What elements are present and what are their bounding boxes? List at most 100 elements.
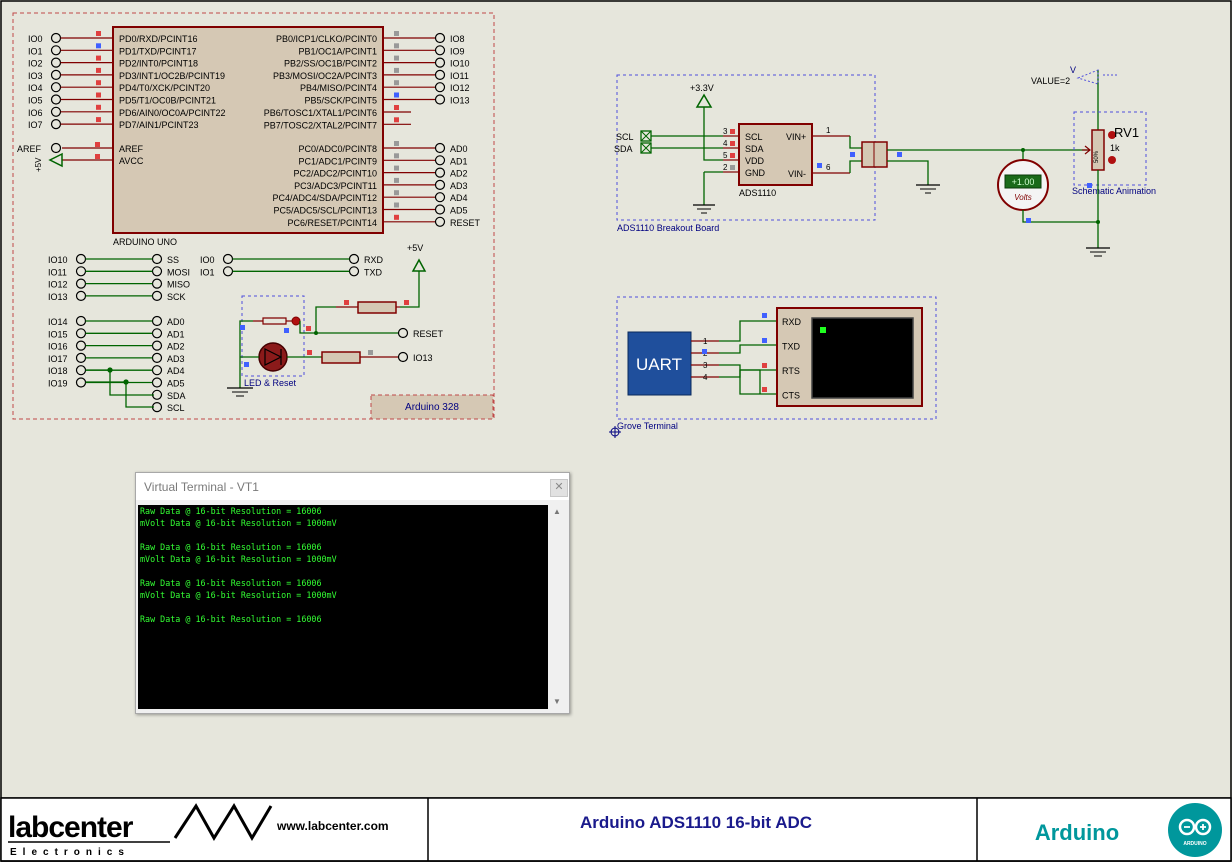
svg-text:IO2: IO2 bbox=[28, 59, 43, 69]
terminal-line: Raw Data @ 16-bit Resolution = 16006 bbox=[140, 578, 322, 588]
reset-5v-supply[interactable]: +5V bbox=[400, 243, 427, 308]
led-reset-group[interactable]: LED & Reset bbox=[227, 295, 316, 397]
svg-text:4: 4 bbox=[723, 139, 728, 148]
virtual-terminal-window[interactable]: Virtual Terminal - VT1 ✕ Raw Data @ 16-b… bbox=[135, 472, 570, 714]
scroll-up-icon[interactable]: ▲ bbox=[553, 507, 561, 516]
mcu-right-pin[interactable]: PC4/ADC4/SDA/PCINT12 AD4 bbox=[272, 190, 468, 203]
aref-pin[interactable]: AREF AREF bbox=[17, 142, 144, 154]
ads1110-chip[interactable] bbox=[738, 123, 813, 186]
arduino-uno-chip-name: ARDUINO UNO bbox=[113, 237, 177, 247]
svg-text:RTS: RTS bbox=[782, 366, 800, 376]
svg-text:AD5: AD5 bbox=[450, 206, 468, 216]
svg-text:5: 5 bbox=[723, 151, 728, 160]
svg-text:AD3: AD3 bbox=[450, 181, 468, 191]
close-icon[interactable]: ✕ bbox=[550, 479, 568, 497]
uart-block[interactable] bbox=[627, 331, 692, 396]
svg-text:PB1/OC1A/PCINT1: PB1/OC1A/PCINT1 bbox=[298, 46, 377, 56]
arduino-logo: ARDUINO bbox=[1168, 803, 1222, 857]
terminal-screen[interactable]: Raw Data @ 16-bit Resolution = 16006 mVol… bbox=[138, 505, 548, 709]
svg-text:6: 6 bbox=[826, 163, 831, 172]
voltmeter[interactable]: +1.00 Volts bbox=[997, 148, 1100, 224]
svg-text:RV1: RV1 bbox=[1114, 125, 1139, 140]
svg-text:IO10: IO10 bbox=[48, 255, 68, 265]
svg-text:IO5: IO5 bbox=[28, 96, 43, 106]
svg-text:GND: GND bbox=[745, 168, 766, 178]
svg-text:IO16: IO16 bbox=[48, 342, 68, 352]
svg-text:TXD: TXD bbox=[782, 342, 801, 352]
mcu-right-pin[interactable]: PB7/TOSC2/XTAL2/PCINT7 bbox=[264, 117, 411, 130]
svg-text:PC6/RESET/PCINT14: PC6/RESET/PCINT14 bbox=[287, 218, 377, 228]
arduino-uno-chip[interactable] bbox=[112, 26, 384, 234]
svg-text:AD5: AD5 bbox=[167, 379, 185, 389]
svg-text:1: 1 bbox=[703, 337, 708, 346]
terminal-line: mVolt Data @ 16-bit Resolution = 1000mV bbox=[140, 554, 337, 564]
terminal-scrollbar[interactable]: ▲ ▼ bbox=[549, 505, 565, 709]
svg-text:4: 4 bbox=[703, 373, 708, 382]
labcenter-url[interactable]: www.labcenter.com bbox=[276, 819, 389, 833]
terminal-line: Raw Data @ 16-bit Resolution = 16006 bbox=[140, 542, 322, 552]
svg-text:2: 2 bbox=[723, 163, 728, 172]
svg-text:PC4/ADC4/SDA/PCINT12: PC4/ADC4/SDA/PCINT12 bbox=[272, 193, 377, 203]
svg-text:IO14: IO14 bbox=[48, 317, 68, 327]
svg-text:LED & Reset: LED & Reset bbox=[244, 378, 297, 388]
page-title: Arduino ADS1110 16-bit ADC bbox=[580, 813, 812, 832]
reset-label[interactable]: RESET bbox=[397, 327, 444, 340]
svg-text:PB4/MISO/PCINT4: PB4/MISO/PCINT4 bbox=[300, 83, 377, 93]
svg-text:1k: 1k bbox=[1110, 143, 1120, 153]
svg-text:AD2: AD2 bbox=[167, 342, 185, 352]
svg-text:AVCC: AVCC bbox=[119, 156, 144, 166]
i2c-bridge-wires bbox=[86, 367, 154, 408]
ads1110-breakout-board[interactable]: ADS1110 Breakout Board +3.3V SCL SDA 3SC… bbox=[614, 74, 1090, 233]
svg-text:IO10: IO10 bbox=[450, 59, 470, 69]
svg-text:SDA: SDA bbox=[167, 391, 186, 401]
svg-text:IO0: IO0 bbox=[200, 255, 215, 265]
svg-text:+5V: +5V bbox=[407, 243, 423, 253]
svg-text:AD4: AD4 bbox=[450, 193, 468, 203]
reset-pullup-resistor[interactable] bbox=[336, 300, 409, 314]
avcc-supply[interactable]: +5V AVCC bbox=[34, 152, 144, 172]
terminal-line: mVolt Data @ 16-bit Resolution = 1000mV bbox=[140, 590, 337, 600]
svg-text:PB7/TOSC2/XTAL2/PCINT7: PB7/TOSC2/XTAL2/PCINT7 bbox=[264, 120, 377, 130]
potentiometer-rv1[interactable]: V VALUE=2 Schematic Animation 50% RV1 1k bbox=[1031, 65, 1156, 257]
reset-button[interactable] bbox=[291, 316, 301, 326]
mcu-right-pin[interactable]: PB6/TOSC1/XTAL1/PCINT6 bbox=[264, 105, 411, 118]
io13-label[interactable]: IO13 bbox=[397, 351, 433, 364]
terminal-title-bar[interactable]: Virtual Terminal - VT1 ✕ bbox=[136, 473, 569, 500]
svg-text:Volts: Volts bbox=[1014, 193, 1032, 202]
svg-text:SS: SS bbox=[167, 255, 179, 265]
svg-text:PC1/ADC1/PCINT9: PC1/ADC1/PCINT9 bbox=[298, 156, 377, 166]
svg-text:3: 3 bbox=[703, 361, 708, 370]
led-series-resistor[interactable] bbox=[287, 350, 398, 364]
scroll-down-icon[interactable]: ▼ bbox=[553, 697, 561, 706]
svg-text:PD3/INT1/OC2B/PCINT19: PD3/INT1/OC2B/PCINT19 bbox=[119, 71, 225, 81]
svg-text:IO8: IO8 bbox=[450, 34, 465, 44]
svg-text:SDA: SDA bbox=[745, 144, 764, 154]
svg-text:IO13: IO13 bbox=[48, 292, 68, 302]
